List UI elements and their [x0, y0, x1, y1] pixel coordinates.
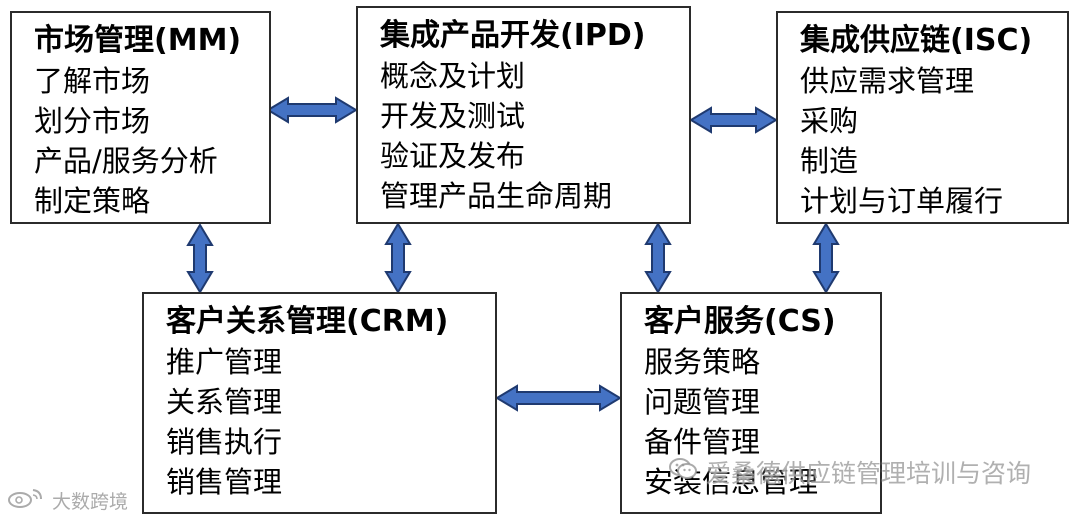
box-item: 开发及测试 — [380, 99, 526, 133]
box-item: 供应需求管理 — [800, 64, 975, 98]
arrow-ipd-cs — [644, 222, 672, 294]
box-item: 备件管理 — [644, 425, 761, 459]
box-item: 产品/服务分析 — [34, 144, 218, 178]
box-item: 了解市场 — [34, 64, 151, 98]
box-title: 集成产品开发(IPD) — [380, 18, 646, 53]
box-item: 验证及发布 — [380, 139, 526, 173]
box-item: 关系管理 — [166, 385, 283, 419]
watermark-left: 大数跨境 — [6, 486, 128, 514]
box-item: 安装信息管理 — [644, 465, 819, 499]
arrow-isc-cs — [812, 222, 840, 294]
box-title: 客户服务(CS) — [644, 304, 836, 339]
arrow-mm-ipd — [266, 96, 358, 124]
box-title: 市场管理(MM) — [34, 23, 242, 58]
box-item: 问题管理 — [644, 385, 761, 419]
arrow-ipd-isc — [689, 106, 778, 134]
arrow-mm-crm — [186, 223, 214, 294]
box-customer-relationship-management: 客户关系管理(CRM) 推广管理 关系管理 销售执行 销售管理 — [142, 292, 497, 514]
watermark-left-text: 大数跨境 — [52, 490, 129, 513]
box-integrated-product-development: 集成产品开发(IPD) 概念及计划 开发及测试 验证及发布 管理产品生命周期 — [356, 6, 691, 224]
box-title: 集成供应链(ISC) — [800, 23, 1033, 58]
arrow-ipd-crm — [384, 222, 412, 294]
box-item: 划分市场 — [34, 104, 151, 138]
box-item: 销售管理 — [166, 465, 283, 499]
box-item: 制定策略 — [34, 184, 151, 218]
box-item: 采购 — [800, 104, 859, 138]
box-item: 概念及计划 — [380, 59, 526, 93]
box-title: 客户关系管理(CRM) — [166, 304, 449, 339]
box-integrated-supply-chain: 集成供应链(ISC) 供应需求管理 采购 制造 计划与订单履行 — [776, 11, 1069, 224]
weibo-icon — [6, 487, 46, 514]
watermark-right-text: 爱桑德供应链管理培训与咨询 — [706, 459, 1032, 488]
box-item: 服务策略 — [644, 345, 761, 379]
box-market-management: 市场管理(MM) 了解市场 划分市场 产品/服务分析 制定策略 — [10, 11, 271, 224]
watermark-right: 爱桑德供应链管理培训与咨询 — [668, 452, 1031, 492]
box-item: 销售执行 — [166, 425, 283, 459]
box-item: 管理产品生命周期 — [380, 179, 613, 213]
box-item: 计划与订单履行 — [800, 184, 1004, 218]
box-item: 制造 — [800, 144, 859, 178]
box-item: 推广管理 — [166, 345, 283, 379]
wechat-icon — [668, 456, 698, 488]
box-customer-service: 客户服务(CS) 服务策略 问题管理 备件管理 安装信息管理 — [620, 292, 882, 514]
arrow-crm-cs — [495, 384, 622, 412]
